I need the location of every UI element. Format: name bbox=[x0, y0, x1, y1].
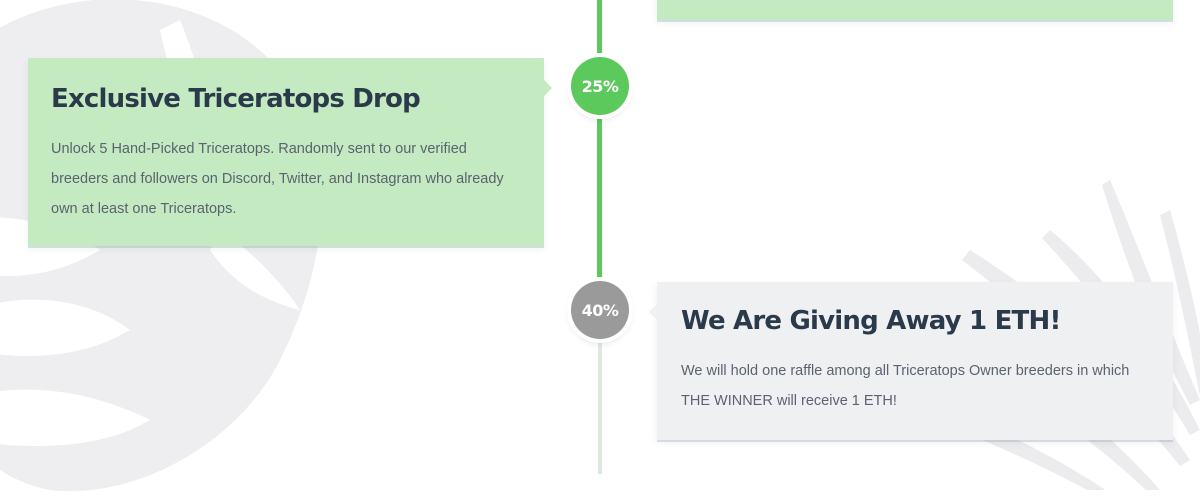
timeline-card-triceratops-drop: Exclusive Triceratops Drop Unlock 5 Hand… bbox=[28, 58, 552, 246]
milestone-percent: 40% bbox=[581, 300, 619, 320]
milestone-percent: 25% bbox=[581, 76, 619, 96]
timeline-card-previous bbox=[657, 0, 1173, 20]
card-description: Unlock 5 Hand-Picked Triceratops. Random… bbox=[51, 141, 504, 217]
milestone-badge-40: 40% bbox=[571, 281, 629, 339]
timeline-line-upcoming bbox=[598, 290, 602, 474]
timeline-line-active bbox=[597, 0, 602, 290]
timeline-card-eth-giveaway: We Are Giving Away 1 ETH! We will hold o… bbox=[649, 282, 1173, 440]
milestone-badge-25: 25% bbox=[571, 57, 629, 115]
card-title: We Are Giving Away 1 ETH! bbox=[681, 306, 1061, 336]
card-title: Exclusive Triceratops Drop bbox=[51, 84, 421, 114]
card-description: We will hold one raffle among all Tricer… bbox=[681, 363, 1130, 409]
